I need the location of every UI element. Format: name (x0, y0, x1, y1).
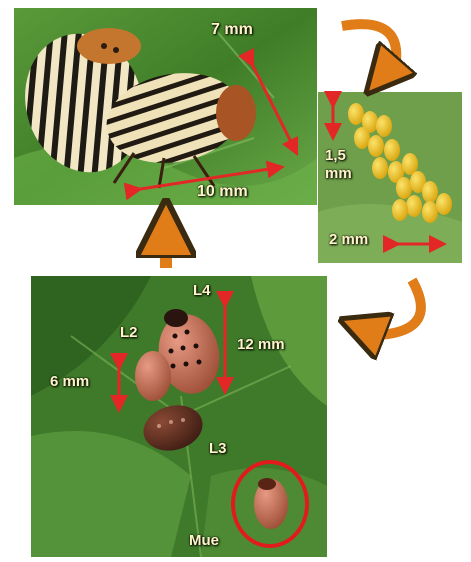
larva-l2 (135, 351, 171, 401)
moult-label: Mue (189, 533, 219, 548)
stage-l2-label: L2 (120, 325, 138, 340)
adult-width-label: 10 mm (197, 184, 248, 200)
l4-size-label: 12 mm (237, 337, 285, 352)
adult-length-label: 7 mm (211, 22, 253, 38)
stage-l3-label: L3 (209, 441, 227, 456)
adults-photo (14, 8, 317, 205)
cycle-arrow-adults-to-eggs (342, 24, 396, 76)
stage-l4-label: L4 (193, 283, 211, 298)
egg-width-label: 2 mm (329, 232, 368, 247)
larvae-photo (31, 276, 327, 557)
l2-size-label: 6 mm (50, 374, 89, 389)
cycle-arrow-eggs-to-larvae (362, 280, 421, 335)
egg-height-label: 1,5 mm (325, 147, 352, 183)
